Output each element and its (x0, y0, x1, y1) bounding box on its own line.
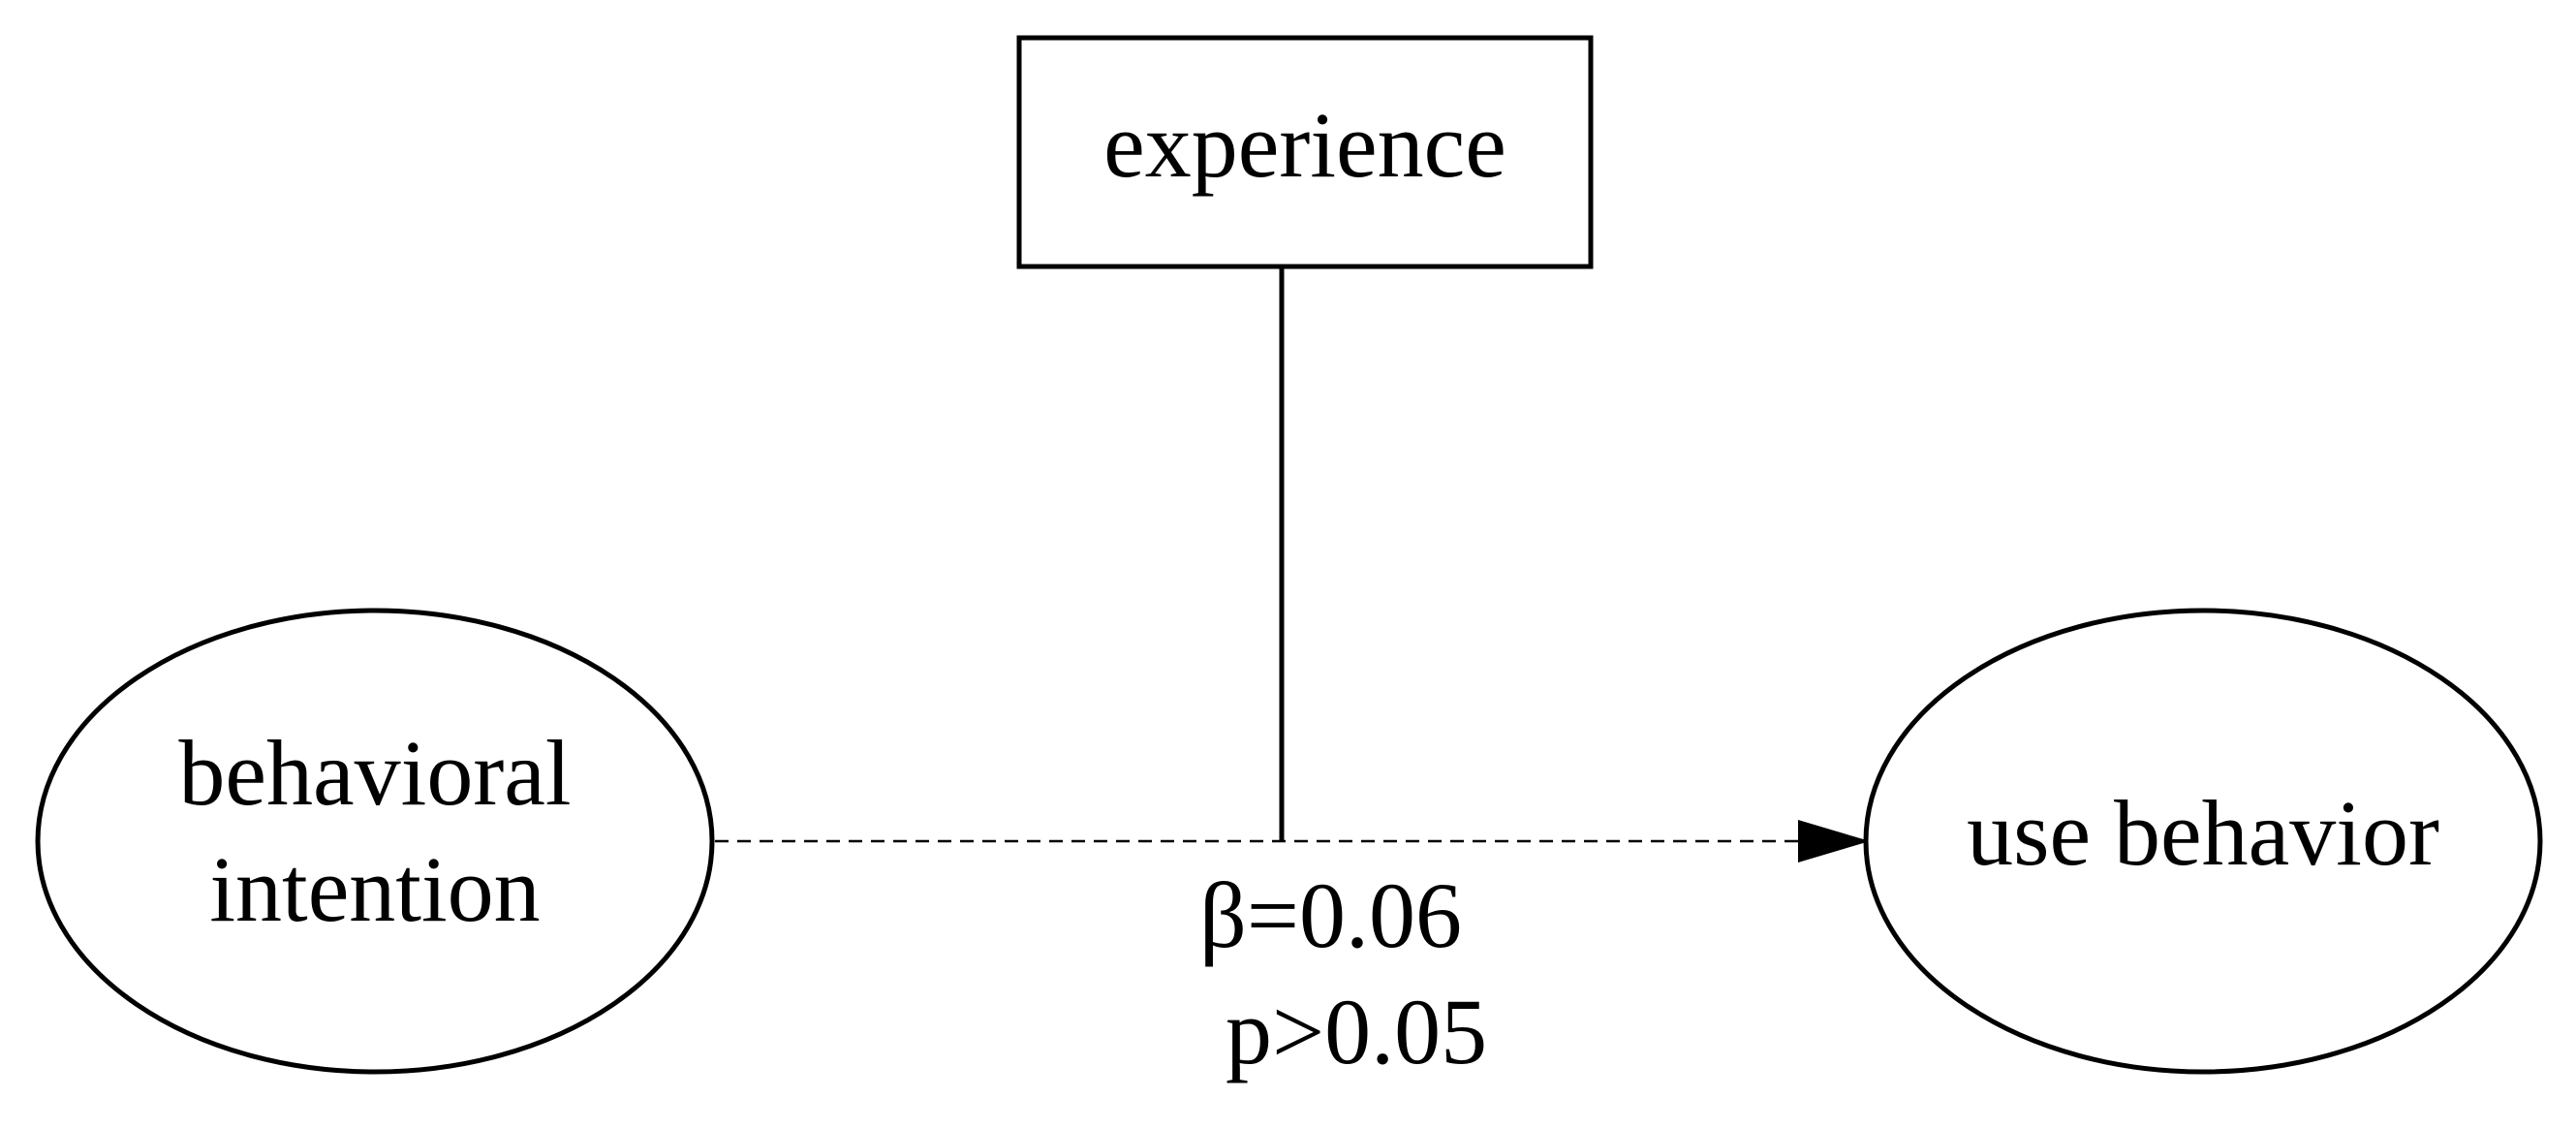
experience-node: experience (1016, 35, 1594, 269)
experience-label: experience (1103, 93, 1506, 197)
arrowhead-icon (1798, 820, 1870, 862)
experience-box (1016, 35, 1594, 269)
p-value-label: p>0.05 (1226, 980, 1487, 1083)
use-behavior-node: use behavior (1863, 608, 2543, 1075)
behavioral-intention-node: behavioral intention (35, 608, 715, 1075)
use-behavior-ellipse (1863, 608, 2543, 1075)
beta-coefficient-label: β=0.06 (1199, 863, 1462, 967)
behavioral-intention-label-line-1: behavioral (178, 721, 571, 825)
behavioral-intention-label-line-2: intention (209, 837, 540, 941)
intention-to-behavior-edge (715, 820, 1870, 862)
use-behavior-label: use behavior (1967, 781, 2439, 885)
behavioral-intention-ellipse (35, 608, 715, 1075)
